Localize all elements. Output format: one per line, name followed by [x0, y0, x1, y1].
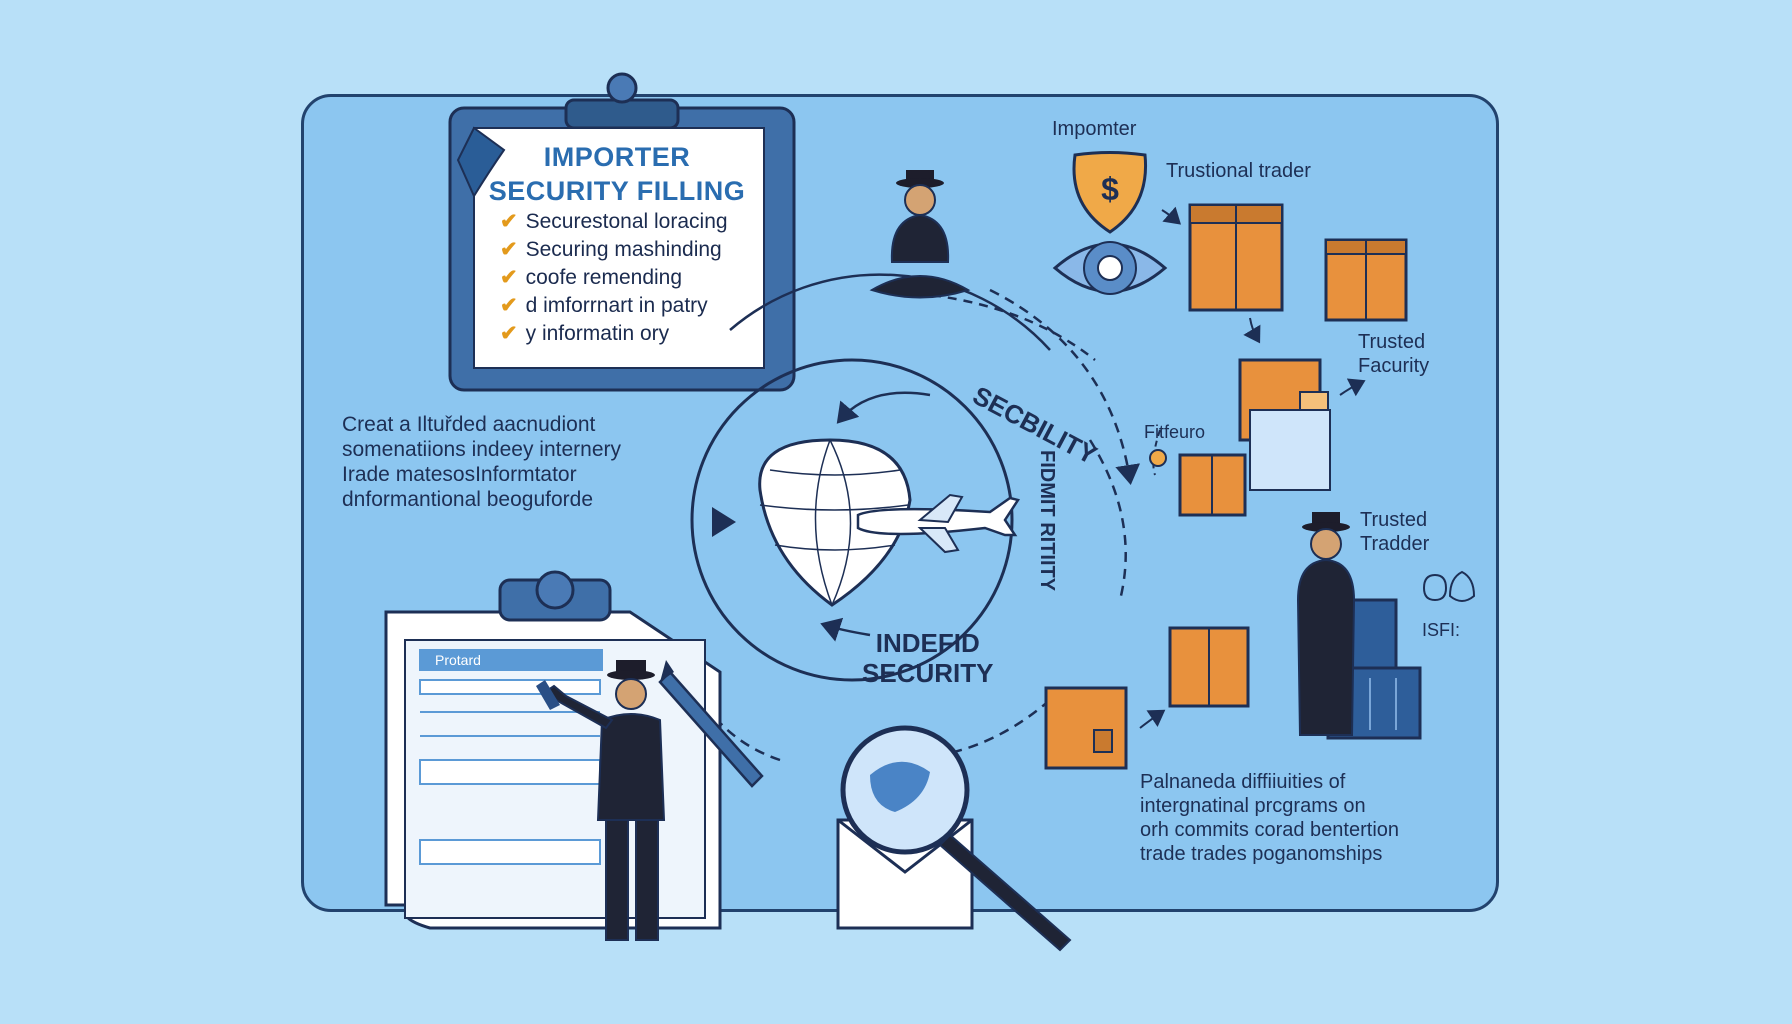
globe-icon [758, 438, 912, 607]
right-paragraph-line: trade trades poganomships [1140, 843, 1383, 865]
document-icon [384, 570, 722, 930]
label-trustional-trader: Trustional trader [1166, 160, 1311, 182]
checklist-item: ✔d imforrnart in patry [500, 294, 708, 317]
cycle-label-bottom-line1: INDEFID [875, 628, 980, 658]
check-icon: ✔ [500, 322, 518, 345]
checklist: ✔Securestonal loracing ✔Securing mashind… [500, 208, 728, 348]
right-paragraph-line: Palnaneda diffiiuities of [1140, 771, 1346, 793]
check-icon: ✔ [500, 294, 518, 317]
trusted-trader-person-icon [1296, 512, 1356, 736]
meditating-person-icon [869, 170, 971, 299]
airplane-icon [856, 493, 1021, 554]
cycle-label-bottom: INDEFID SECURITY [862, 628, 993, 688]
label-trusted-facurity: Trusted Facurity [1358, 331, 1430, 377]
clipboard-title-line2: SECURITY FILLING [488, 176, 746, 206]
shield-dollar-icon: $ [1072, 151, 1148, 234]
clipboard-title-line1: IMPORTER [543, 142, 691, 172]
left-paragraph: Creat a Iltuřded aacnudiont somenatiions… [342, 412, 621, 512]
label-importer: Impomter [1052, 118, 1137, 140]
left-paragraph-line: dnformantional beoguforde [342, 488, 594, 511]
document-tag: Protard [419, 649, 603, 671]
label-fitfeuro: Fitfeuro [1144, 422, 1206, 442]
left-paragraph-line: somenatiions indeey internery [342, 438, 621, 461]
checklist-item: ✔Securestonal loracing [500, 210, 728, 233]
label-isf: ISFI: [1422, 620, 1461, 640]
checklist-item: ✔Securing mashinding [500, 238, 722, 261]
checklist-item: ✔coofe remending [500, 266, 683, 289]
pen-icon [658, 660, 764, 788]
right-paragraph: Palnaneda diffiiuities of intergnatinal … [1140, 770, 1399, 866]
cycle-label-right: FIDMIT RITIITY [1036, 450, 1058, 592]
check-icon: ✔ [500, 238, 518, 261]
left-paragraph-line: Creat a Iltuřded aacnudiont [342, 413, 596, 436]
clipboard-title: IMPORTER SECURITY FILLING [482, 140, 752, 208]
eye-icon [1052, 241, 1168, 295]
pointing-person-icon [536, 660, 666, 941]
right-paragraph-line: intergnatinal prcgrams on [1140, 795, 1366, 817]
checklist-item: ✔y informatin ory [500, 322, 670, 345]
right-paragraph-line: orh commits corad bentertion [1140, 819, 1400, 841]
svg-text:$: $ [1101, 171, 1119, 207]
label-trusted-trader: Trusted Tradder [1360, 509, 1430, 555]
check-icon: ✔ [500, 266, 518, 289]
cargo-boxes [1044, 203, 1408, 770]
cycle-label-bottom-line2: SECURITY [862, 658, 994, 688]
left-paragraph-line: Irade matesosInformtator [342, 463, 577, 486]
isf-icons [1422, 570, 1476, 602]
clipboard-icon [448, 72, 796, 392]
envelope-magnifier-icon [836, 725, 1072, 952]
check-icon: ✔ [500, 210, 518, 233]
